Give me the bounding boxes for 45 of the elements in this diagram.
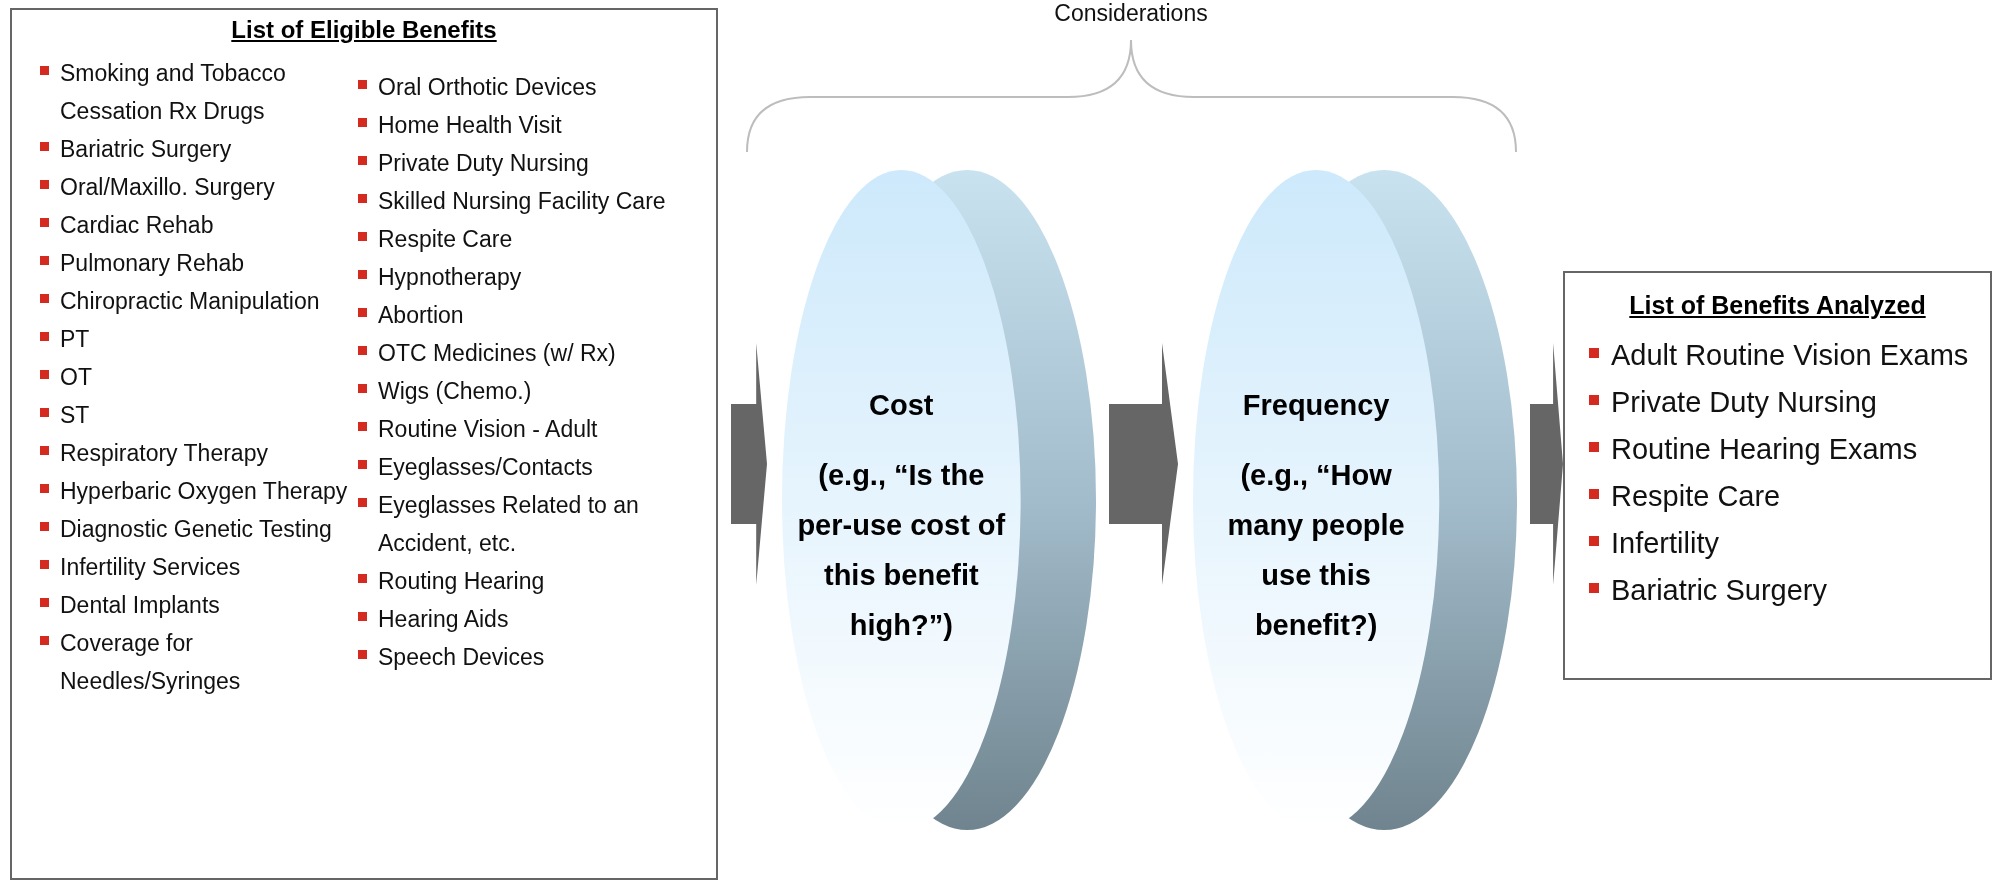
list-item: Oral/Maxillo. Surgery <box>40 168 275 206</box>
list-item: OT <box>40 358 92 396</box>
list-item: Respiratory Therapy <box>40 434 268 472</box>
list-item: Pulmonary Rehab <box>40 244 245 282</box>
list-item: Skilled Nursing Facility Care <box>358 182 666 220</box>
list-item: ST <box>40 396 90 434</box>
list-item: Oral Orthotic Devices <box>358 68 597 106</box>
list-item: Bariatric Surgery <box>40 130 232 168</box>
list-item: Routing Hearing <box>358 562 545 600</box>
list-item: Abortion <box>358 296 464 334</box>
list-item: Smoking and Tobacco Cessation Rx Drugs <box>40 54 360 130</box>
list-item: Chiropractic Manipulation <box>40 282 320 320</box>
list-item: Respite Care <box>1589 473 1781 520</box>
list-item: Routine Hearing Exams <box>1589 426 1918 473</box>
list-item: Wigs (Chemo.) <box>358 372 532 410</box>
list-item: Infertility Services <box>40 548 241 586</box>
list-item: PT <box>40 320 90 358</box>
list-item: OTC Medicines (w/ Rx) <box>358 334 616 372</box>
list-item: Dental Implants <box>40 586 220 624</box>
list-box <box>1563 271 1992 680</box>
list-item: Eyeglasses Related to an Accident, etc. <box>358 486 688 562</box>
list-item: Diagnostic Genetic Testing <box>40 510 332 548</box>
list-item: Hypnotherapy <box>358 258 522 296</box>
list-item: Eyeglasses/Contacts <box>358 448 593 486</box>
lens-title: Cost <box>869 388 934 423</box>
lens-question: (e.g., “How many people use this benefit?) <box>1226 458 1406 643</box>
list-item: Speech Devices <box>358 638 545 676</box>
list-item: Infertility <box>1589 520 1719 567</box>
brace-label: Considerations <box>1053 0 1209 26</box>
list-box <box>10 8 718 880</box>
list-item: Home Health Visit <box>358 106 562 144</box>
list-item: Coverage for Needles/Syringes <box>40 624 360 700</box>
lens-title: Frequency <box>1242 388 1390 423</box>
list-item: Adult Routine Vision Exams <box>1589 332 1969 379</box>
list-heading: List of Eligible Benefits <box>231 16 497 44</box>
list-item: Bariatric Surgery <box>1589 567 1827 614</box>
list-item: Private Duty Nursing <box>1589 379 1877 426</box>
list-item: Hearing Aids <box>358 600 509 638</box>
list-item: Hyperbaric Oxygen Therapy <box>40 472 348 510</box>
list-item: Private Duty Nursing <box>358 144 589 182</box>
list-heading: List of Benefits Analyzed <box>1629 291 1926 320</box>
lens-question: (e.g., “Is the per-use cost of this benefit high?”) <box>796 458 1007 643</box>
list-item: Routine Vision - Adult <box>358 410 598 448</box>
list-item: Cardiac Rehab <box>40 206 214 244</box>
list-item: Respite Care <box>358 220 513 258</box>
